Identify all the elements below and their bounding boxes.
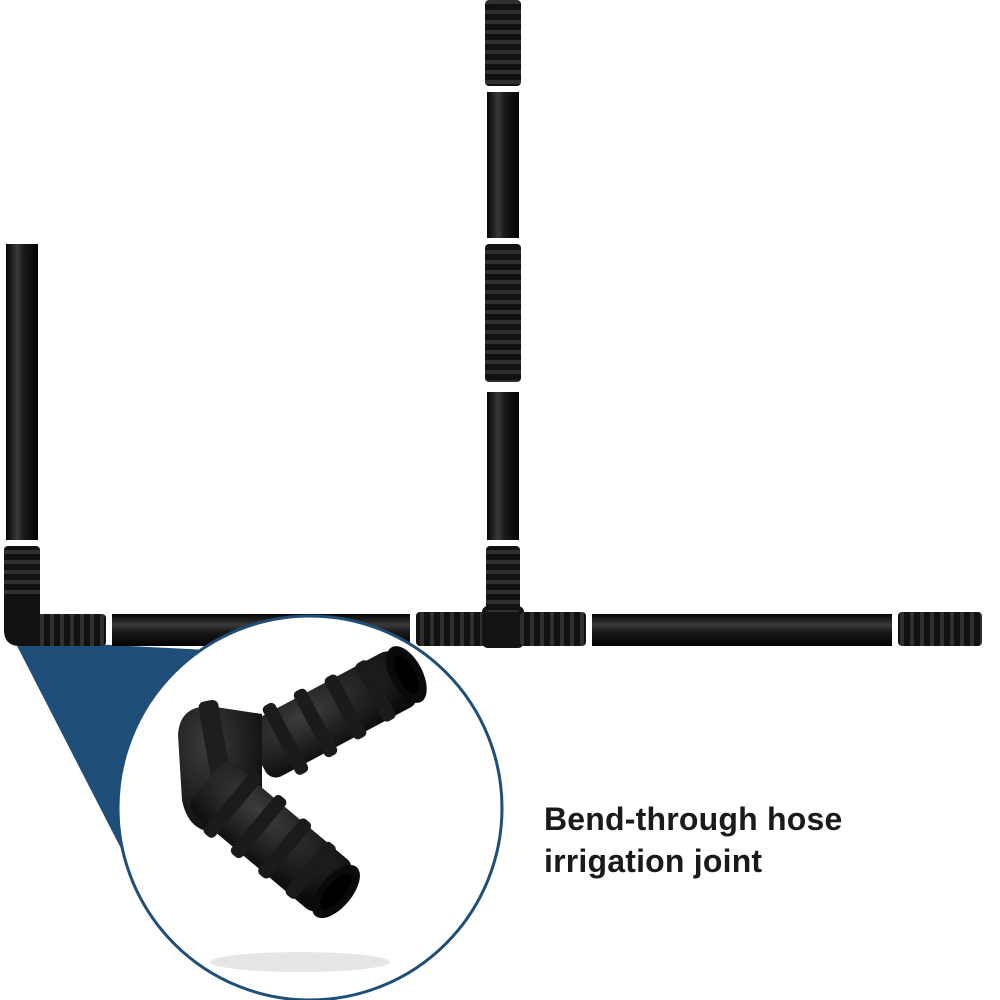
coupling-vertical-top xyxy=(485,0,521,86)
caption-text: Bend-through hose irrigation joint xyxy=(544,798,944,882)
tee-fitting-right xyxy=(520,612,586,646)
elbow-connector-icon xyxy=(178,646,427,972)
tee-fitting-center xyxy=(482,606,524,648)
pipe-vertical-branch-2 xyxy=(487,92,519,238)
caption-line-1: Bend-through hose xyxy=(544,801,843,837)
coupling-vertical-middle xyxy=(485,244,521,382)
caption-line-2: irrigation joint xyxy=(544,843,763,879)
pipe-left-vertical xyxy=(6,244,38,540)
zoom-circle xyxy=(116,614,504,1000)
end-coupling xyxy=(898,612,982,646)
tee-fitting-up xyxy=(486,546,520,612)
elbow-fitting-horizontal xyxy=(36,614,106,646)
pipe-horizontal-2 xyxy=(592,614,892,646)
tee-fitting-left xyxy=(416,612,486,646)
pipe-vertical-branch-1 xyxy=(487,392,519,540)
